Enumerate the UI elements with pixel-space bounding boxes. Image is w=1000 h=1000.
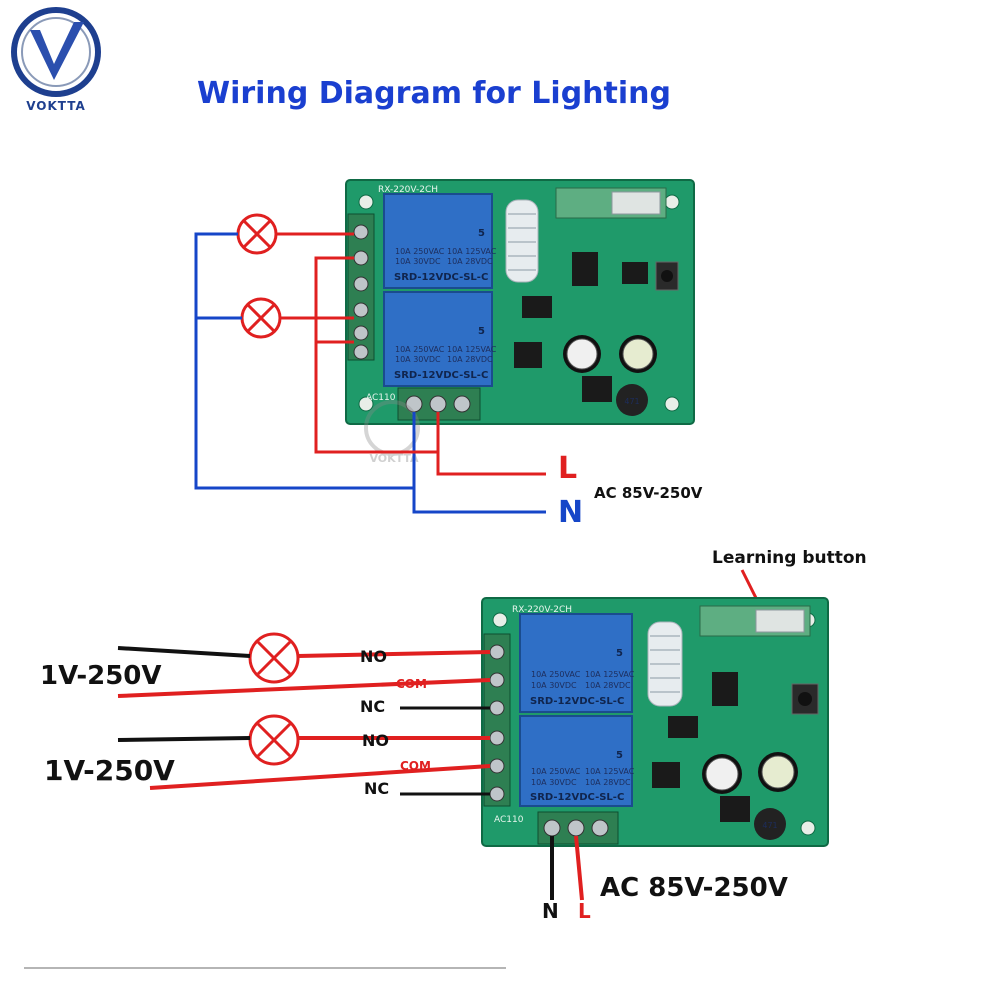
svg-text:10A 28VDC: 10A 28VDC — [585, 778, 631, 787]
svg-text:10A 30VDC: 10A 30VDC — [531, 778, 577, 787]
svg-text:10A 125VAC: 10A 125VAC — [585, 767, 635, 776]
bottom-diagram: Learning button RX-220V-2CH 10A 250VAC 1… — [40, 548, 867, 923]
svg-text:10A 30VDC: 10A 30VDC — [531, 681, 577, 690]
svg-text:10A 250VAC: 10A 250VAC — [531, 670, 581, 679]
svg-text:10A 250VAC: 10A 250VAC — [531, 767, 581, 776]
top-antenna-coil — [505, 199, 539, 283]
com-label-1: COM — [396, 677, 427, 691]
top-board-label: RX-220V-2CH — [378, 185, 438, 195]
source-label-1: 1V-250V — [40, 661, 162, 691]
svg-text:5: 5 — [478, 228, 485, 239]
bottom-board-label: RX-220V-2CH — [512, 605, 572, 615]
logo-text: VOKTTA — [26, 99, 86, 113]
top-line-label: L — [558, 451, 577, 486]
svg-text:AC110: AC110 — [366, 393, 396, 403]
svg-text:10A 125VAC: 10A 125VAC — [447, 247, 497, 256]
svg-text:5: 5 — [616, 750, 623, 761]
bottom-antenna-coil — [647, 621, 683, 707]
bottom-lamp-2 — [248, 714, 300, 766]
svg-text:SRD-12VDC-SL-C: SRD-12VDC-SL-C — [530, 792, 624, 803]
top-neutral-label: N — [558, 495, 583, 530]
bottom-neutral-label: N — [542, 899, 559, 923]
logo-v-mark — [30, 22, 84, 80]
top-ic-chip — [572, 252, 598, 286]
nc-label-1: NC — [360, 697, 385, 716]
top-neutral-wires — [194, 232, 546, 514]
top-diagram: RX-220V-2CH 10A 250VAC 10A 125VAC 10A 30… — [194, 179, 703, 530]
com-label-2: COM — [400, 759, 431, 773]
svg-text:10A 28VDC: 10A 28VDC — [447, 257, 493, 266]
top-relay-1: 10A 250VAC 10A 125VAC 10A 30VDC 10A 28VD… — [383, 193, 497, 289]
bottom-relay-1: 10A 250VAC 10A 125VAC 10A 30VDC 10A 28VD… — [519, 613, 635, 713]
svg-text:10A 250VAC: 10A 250VAC — [395, 345, 445, 354]
page-title: Wiring Diagram for Lighting — [197, 76, 671, 111]
svg-text:10A 30VDC: 10A 30VDC — [395, 257, 441, 266]
bottom-line-wire — [574, 835, 584, 901]
voktta-logo: VOKTTA — [11, 7, 101, 113]
learning-button-label: Learning button — [712, 548, 867, 568]
svg-text:10A 125VAC: 10A 125VAC — [447, 345, 497, 354]
svg-text:10A 28VDC: 10A 28VDC — [447, 355, 493, 364]
svg-text:471: 471 — [762, 821, 777, 830]
svg-text:AC110: AC110 — [494, 815, 524, 825]
source-label-2: 1V-250V — [44, 754, 175, 787]
svg-text:10A 125VAC: 10A 125VAC — [585, 670, 635, 679]
svg-text:5: 5 — [616, 648, 623, 659]
bottom-voltage-label: AC 85V-250V — [600, 873, 788, 903]
svg-text:10A 28VDC: 10A 28VDC — [585, 681, 631, 690]
top-relay-2: 10A 250VAC 10A 125VAC 10A 30VDC 10A 28VD… — [383, 291, 497, 387]
top-lamp-2 — [240, 297, 282, 339]
bottom-relay-2: 10A 250VAC 10A 125VAC 10A 30VDC 10A 28VD… — [519, 715, 635, 807]
top-voltage-label: AC 85V-250V — [594, 484, 703, 502]
nc-label-2: NC — [364, 779, 389, 798]
bottom-lamp-1 — [248, 632, 300, 684]
svg-text:5: 5 — [478, 326, 485, 337]
bottom-line-label: L — [578, 899, 591, 923]
no-label-1: NO — [360, 647, 387, 666]
no-label-2: NO — [362, 731, 389, 750]
top-line-wires — [276, 232, 546, 476]
bottom-learning-button — [791, 683, 819, 715]
svg-text:SRD-12VDC-SL-C: SRD-12VDC-SL-C — [394, 272, 488, 283]
svg-text:10A 30VDC: 10A 30VDC — [395, 355, 441, 364]
svg-text:SRD-12VDC-SL-C: SRD-12VDC-SL-C — [394, 370, 488, 381]
svg-text:471: 471 — [624, 397, 639, 406]
bottom-wires-set-2 — [117, 736, 491, 796]
bottom-wires-set-1 — [117, 646, 491, 710]
top-lamp-1 — [236, 213, 278, 255]
svg-text:10A 250VAC: 10A 250VAC — [395, 247, 445, 256]
bottom-pcb-board: RX-220V-2CH 10A 250VAC 10A 125VAC 10A 30… — [481, 597, 829, 847]
svg-text:SRD-12VDC-SL-C: SRD-12VDC-SL-C — [530, 696, 624, 707]
logo-ring — [11, 7, 101, 97]
top-watermark: VOKTTA — [364, 400, 420, 465]
svg-text:VOKTTA: VOKTTA — [369, 452, 419, 465]
top-pcb-board: RX-220V-2CH 10A 250VAC 10A 125VAC 10A 30… — [345, 179, 695, 425]
